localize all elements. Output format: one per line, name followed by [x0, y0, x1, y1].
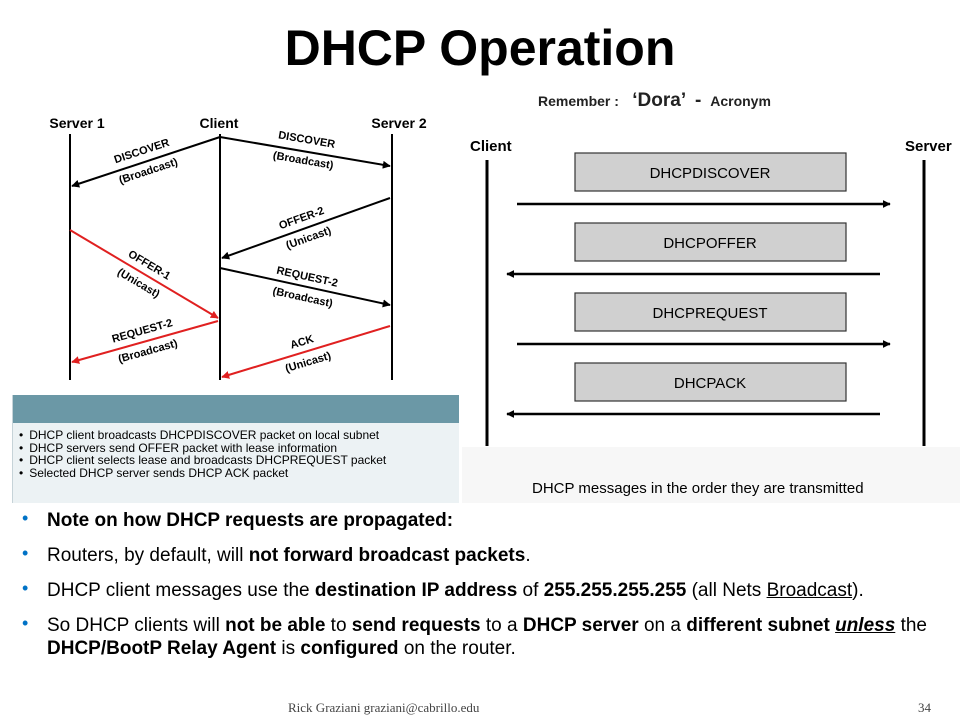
caption-item: DHCP servers send OFFER packet with leas… [19, 441, 459, 455]
caption-item: Selected DHCP server sends DHCP ACK pack… [19, 467, 459, 480]
bullet-text: DHCP/BootP Relay Agent [47, 638, 277, 659]
bullet-text: different subnet [686, 615, 830, 636]
message-arrow [219, 136, 391, 169]
message-sublabel: (Unicast) [284, 350, 333, 375]
caption-list: DHCP client broadcasts DHCPDISCOVER pack… [13, 423, 459, 479]
bullet-item: So DHCP clients will not be able to send… [22, 612, 952, 660]
node-label: Server 1 [49, 115, 104, 131]
caption-header-bar [13, 395, 459, 423]
client-label: Client [470, 138, 512, 155]
bullet-text: the [895, 615, 927, 636]
message-sublabel: (Broadcast) [272, 285, 335, 310]
bullet-text: on a [638, 615, 687, 636]
bullet-text: not be able [225, 615, 326, 636]
bullet-text: configured [300, 638, 399, 659]
bullet-text: to [325, 615, 352, 636]
bullet-text: . [525, 545, 531, 566]
message-box-label: DHCPACK [674, 375, 746, 392]
left-diagram-caption: DHCP client broadcasts DHCPDISCOVER pack… [12, 395, 459, 503]
message-box [574, 362, 847, 402]
node-label: Server 2 [371, 115, 426, 131]
bullet-text: ). [852, 580, 864, 601]
bullet-text: DHCP server [522, 615, 639, 636]
message-sublabel: (Unicast) [285, 225, 334, 252]
page-number: 34 [918, 700, 931, 715]
bullet-text: 255.255.255.255 [543, 580, 687, 601]
remember-word: ‘Dora’ [632, 90, 687, 111]
remember-dash: - [695, 90, 702, 111]
bullet-list: Note on how DHCP requests are propagated… [22, 507, 952, 660]
bullet-text: of [517, 580, 544, 601]
remember-prefix: Remember : [538, 93, 619, 109]
bullet-text: Note on how DHCP requests are propagated… [47, 510, 454, 531]
bullet-text: on the router. [398, 638, 516, 659]
bullet-item: DHCP client messages use the destination… [22, 577, 952, 602]
message-arrow [221, 197, 391, 260]
bullet-text: Routers, by default, will [47, 545, 249, 566]
bullet-text: to a [480, 615, 523, 636]
message-box [574, 292, 847, 332]
message-box-label: DHCPOFFER [663, 235, 757, 252]
caption-item: DHCP client broadcasts DHCPDISCOVER pack… [19, 429, 459, 442]
right-diagram-caption: DHCP messages in the order they are tran… [462, 447, 960, 503]
message-box [574, 222, 847, 262]
remember-note: Remember : ‘Dora’ - Acronym [538, 90, 771, 112]
message-arrow [71, 136, 221, 188]
message-box-label: DHCPDISCOVER [650, 165, 771, 182]
message-sublabel: (Broadcast) [272, 150, 335, 172]
bullet-text: not forward broadcast packets [248, 545, 526, 566]
node-label: Client [200, 115, 239, 131]
message-arrow [219, 267, 391, 308]
message-arrow [71, 320, 219, 364]
bullet-text: send requests [351, 615, 481, 636]
remember-suffix: Acronym [710, 93, 771, 109]
bullet-item: Note on how DHCP requests are propagated… [22, 507, 952, 532]
message-arrow [69, 229, 219, 319]
bullet-text: So DHCP clients will [47, 615, 226, 636]
message-box [574, 152, 847, 192]
bullet-text: is [276, 638, 301, 659]
message-box-label: DHCPREQUEST [652, 305, 767, 322]
slide-title: DHCP Operation [284, 20, 676, 76]
server-label: Server [905, 138, 952, 155]
bullet-text: DHCP client messages use the [47, 580, 315, 601]
bullet-item: Routers, by default, will not forward br… [22, 542, 952, 567]
right-caption-text: DHCP messages in the order they are tran… [532, 480, 864, 497]
bullet-text: unless [835, 615, 896, 636]
message-arrow [221, 325, 391, 379]
caption-item: DHCP client selects lease and broadcasts… [19, 454, 459, 467]
bullet-text: destination IP address [314, 580, 518, 601]
footer-credit: Rick Graziani graziani@cabrillo.edu [288, 700, 480, 715]
bullet-text: (all Nets [686, 580, 767, 601]
bullet-text: Broadcast [766, 580, 853, 601]
